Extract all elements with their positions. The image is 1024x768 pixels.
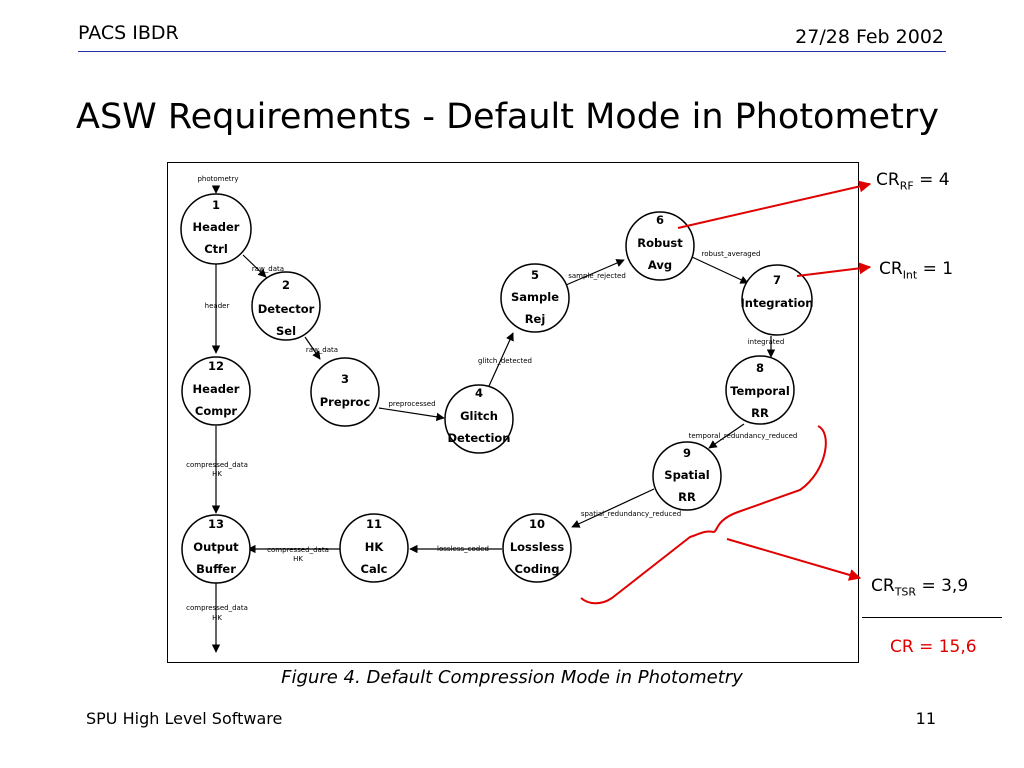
flow-robust-averaged: robust_averaged: [702, 250, 761, 258]
svg-text:Robust: Robust: [637, 236, 683, 250]
svg-text:Sample: Sample: [511, 290, 559, 304]
flow-lossless-coded: lossless_coded: [437, 545, 489, 553]
flow-glitch-detected: glitch_detected: [478, 357, 532, 365]
svg-text:5: 5: [531, 268, 539, 282]
svg-text:Output: Output: [193, 540, 239, 554]
flow-photometry: photometry: [197, 175, 238, 183]
svg-text:6: 6: [656, 213, 664, 227]
header-rule: [78, 51, 946, 52]
svg-text:Header: Header: [193, 382, 240, 396]
figure-caption: Figure 4. Default Compression Mode in Ph…: [281, 667, 743, 688]
annotation-brace: [580, 425, 827, 605]
ratio-sum-rule: [862, 617, 1002, 618]
svg-text:Detector: Detector: [258, 302, 315, 316]
edge-6-7: [691, 256, 749, 284]
annotation-arrow-tsr: [726, 538, 862, 581]
svg-text:2: 2: [282, 278, 290, 292]
flow-compressed-data-11: compressed_data: [267, 546, 329, 554]
node-12: 12 Header Compr: [181, 356, 251, 426]
svg-text:HK: HK: [365, 540, 385, 554]
edge-4-5: [488, 332, 514, 387]
node-6: 6 Robust Avg: [625, 211, 695, 281]
edge-5-6: [565, 259, 625, 286]
svg-text:Compr: Compr: [195, 404, 238, 418]
node-13: 13 Output Buffer: [181, 514, 251, 584]
svg-text:8: 8: [756, 361, 764, 375]
svg-text:Detection: Detection: [448, 431, 511, 445]
node-1: 1 Header Ctrl: [180, 193, 252, 265]
annotation-arrow-rf: [677, 180, 872, 229]
node-9: 9 Spatial RR: [652, 441, 722, 511]
svg-text:Buffer: Buffer: [196, 562, 236, 576]
svg-text:Temporal: Temporal: [730, 384, 790, 398]
flow-sample-rejected: sample_rejected: [568, 272, 626, 280]
ratio-int: CRInt = 1: [879, 259, 954, 282]
svg-text:RR: RR: [751, 406, 769, 420]
svg-text:1: 1: [212, 198, 220, 212]
flow-raw-data-2: raw_data: [306, 346, 338, 354]
edge-8-9: [708, 423, 745, 449]
svg-text:Sel: Sel: [276, 324, 296, 338]
flow-hk-11: HK: [293, 555, 303, 563]
svg-text:7: 7: [773, 273, 781, 287]
svg-text:Spatial: Spatial: [664, 468, 709, 482]
svg-text:Rej: Rej: [525, 312, 546, 326]
node-11: 11 HK Calc: [339, 513, 409, 583]
node-4: 4 Glitch Detection: [444, 384, 514, 454]
node-5: 5 Sample Rej: [500, 263, 570, 333]
svg-text:4: 4: [475, 386, 483, 400]
edge-2-3: [304, 336, 321, 360]
svg-text:9: 9: [683, 446, 691, 460]
svg-text:Coding: Coding: [515, 562, 560, 576]
svg-text:11: 11: [366, 517, 382, 531]
svg-text:3: 3: [341, 372, 349, 386]
flow-integrated: integrated: [748, 338, 785, 346]
flow-temporal-redundancy-reduced: temporal_redundancy_reduced: [689, 432, 798, 440]
edge-3-4: [378, 407, 445, 422]
annotation-arrow-int: [796, 262, 872, 277]
node-3: 3 Preproc: [310, 357, 380, 427]
svg-text:RR: RR: [678, 490, 696, 504]
slide-title: ASW Requirements - Default Mode in Photo…: [76, 97, 939, 137]
svg-text:Integration: Integration: [741, 296, 814, 310]
node-8: 8 Temporal RR: [725, 355, 795, 425]
flow-spatial-redundancy-reduced: spatial_redundancy_reduced: [581, 510, 681, 518]
header-left: PACS IBDR: [78, 22, 179, 44]
edge-1-2: [242, 254, 267, 278]
flow-compressed-data-12: compressed_data: [186, 461, 248, 469]
svg-text:Avg: Avg: [648, 258, 672, 272]
page-number: 11: [915, 709, 936, 728]
flow-raw-data-1: raw_data: [252, 265, 284, 273]
svg-text:Glitch: Glitch: [460, 409, 498, 423]
flow-compressed-data-13: compressed_data: [186, 604, 248, 612]
flow-preprocessed: preprocessed: [388, 400, 435, 408]
edge-9-10: [571, 488, 655, 528]
ratio-total: CR = 15,6: [890, 637, 977, 657]
svg-text:Preproc: Preproc: [320, 395, 371, 409]
svg-text:Calc: Calc: [361, 562, 388, 576]
flow-hk-12: HK: [212, 470, 222, 478]
node-10: 10 Lossless Coding: [502, 513, 572, 583]
flow-hk-13: HK: [212, 614, 222, 622]
svg-text:12: 12: [208, 359, 224, 373]
svg-text:10: 10: [529, 517, 545, 531]
flow-header: header: [205, 302, 230, 310]
svg-text:13: 13: [208, 517, 224, 531]
header-date: 27/28 Feb 2002: [795, 26, 944, 48]
footer-left: SPU High Level Software: [86, 709, 283, 728]
svg-text:Header: Header: [193, 220, 240, 234]
node-2: 2 Detector Sel: [251, 271, 321, 341]
svg-text:Ctrl: Ctrl: [204, 242, 228, 256]
svg-text:Lossless: Lossless: [510, 540, 565, 554]
ratio-tsr: CRTSR = 3,9: [871, 576, 969, 599]
node-7: 7 Integration: [741, 264, 814, 336]
ratio-rf: CRRF = 4: [876, 170, 950, 193]
